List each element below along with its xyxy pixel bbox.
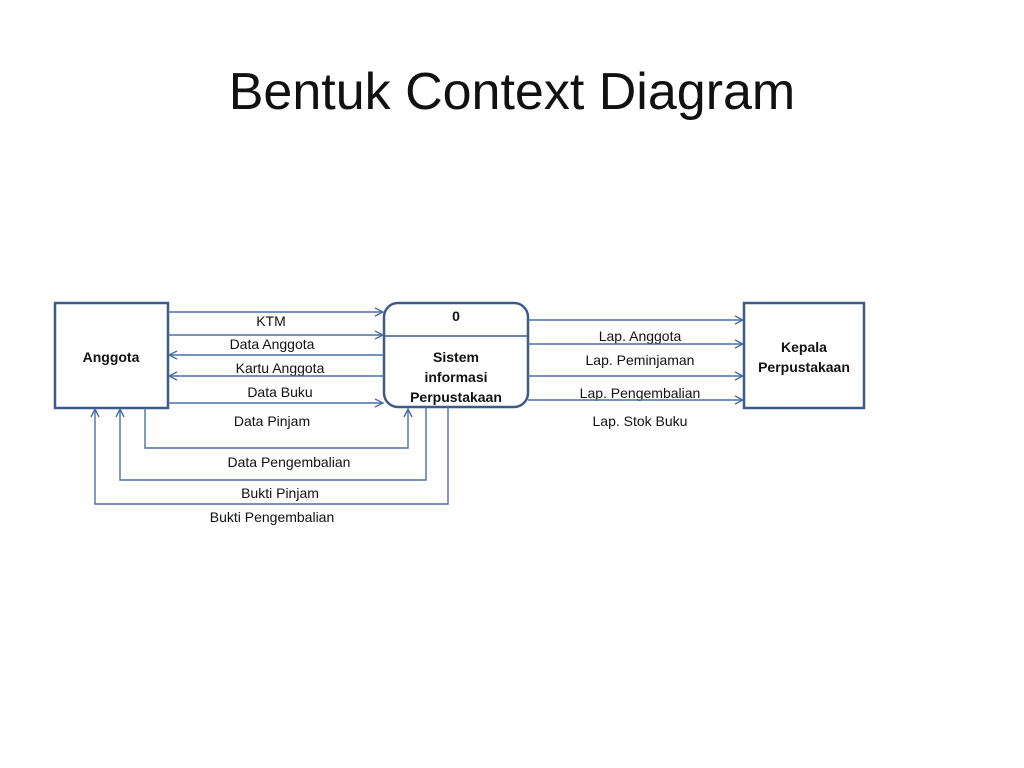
process-number: 0	[452, 308, 460, 324]
flow-data-pinjam-label: Data Pinjam	[234, 413, 310, 429]
flow-bukti-pengembalian-label: Bukti Pengembalian	[210, 509, 335, 525]
entity-anggota-label: Anggota	[83, 349, 140, 365]
slide-title: Bentuk Context Diagram	[228, 63, 796, 121]
flow-kartu-anggota-label: Kartu Anggota	[236, 360, 325, 376]
flow-data-pengembalian-arrow	[144, 408, 408, 449]
flow-lap-stok-buku-label: Lap. Stok Buku	[593, 413, 688, 429]
process-label-line2: informasi	[424, 369, 487, 385]
flow-lap-pengembalian-label: Lap. Pengembalian	[580, 385, 701, 401]
flow-bukti-pinjam-arrow	[120, 407, 427, 481]
entity-anggota-box	[53, 301, 170, 410]
flow-lap-peminjaman-label: Lap. Peminjaman	[586, 352, 695, 368]
flow-data-buku-label: Data Buku	[247, 384, 312, 400]
flow-bukti-pengembalian-arrow	[95, 407, 449, 505]
flow-ktm-label: KTM	[256, 313, 286, 329]
flow-bukti-pinjam-label: Bukti Pinjam	[241, 485, 319, 501]
flow-data-anggota-label: Data Anggota	[230, 336, 315, 352]
flow-data-pengembalian-label: Data Pengembalian	[228, 454, 351, 470]
entity-kepala-label-line2: Perpustakaan	[758, 359, 850, 375]
process-label-line1: Sistem	[433, 349, 479, 365]
entity-kepala-label-line1: Kepala	[781, 339, 827, 355]
entity-kepala-box	[742, 301, 866, 410]
process-label-line3: Perpustakaan	[410, 389, 502, 405]
flow-lap-anggota-label: Lap. Anggota	[599, 328, 682, 344]
